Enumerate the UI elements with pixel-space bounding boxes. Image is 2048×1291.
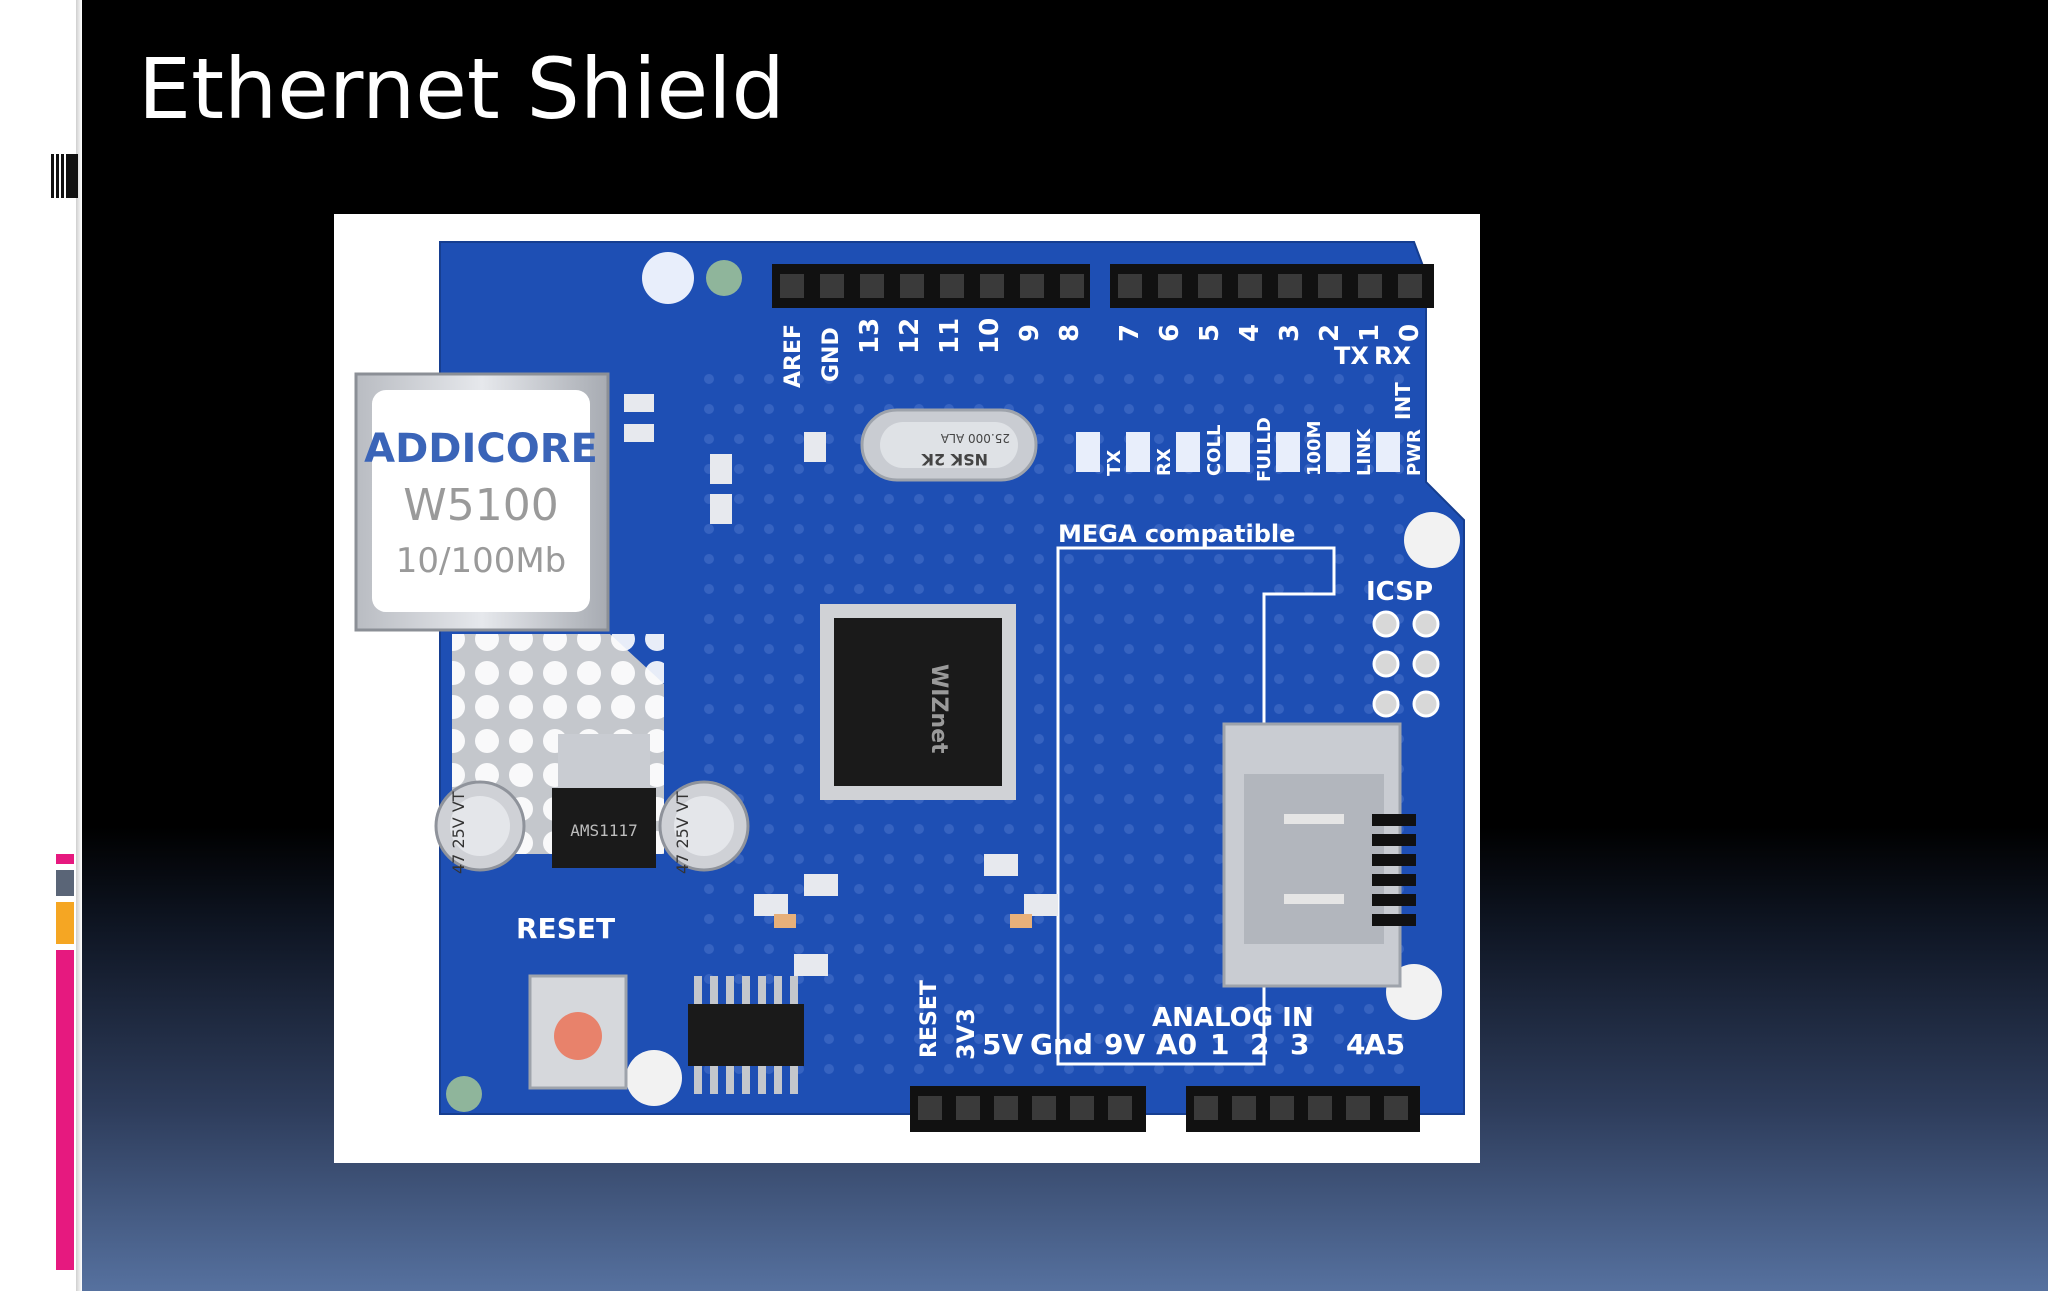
deco-bars-black bbox=[48, 154, 78, 198]
led-label-fulld: FULLD bbox=[1254, 417, 1275, 482]
left-band-shadow bbox=[76, 0, 82, 1291]
pin-label-9v: 9V bbox=[1104, 1028, 1145, 1061]
pin-label-a3: 3 bbox=[1290, 1028, 1309, 1061]
pin-label-1: 1 bbox=[1355, 324, 1385, 342]
deco-color-bars bbox=[56, 854, 74, 1270]
pin-label-a4: 4 bbox=[1346, 1028, 1365, 1061]
board-illustration: AREF GND 13 12 11 10 9 8 7 6 5 4 3 2 1 0… bbox=[354, 241, 1465, 1132]
pin-label-a5: A5 bbox=[1364, 1028, 1405, 1061]
capacitor-left-text: 47 25V VT bbox=[449, 791, 468, 874]
jack-model: W5100 bbox=[403, 480, 558, 531]
pin-label-gnd: GND bbox=[819, 327, 844, 382]
pin-label-reset: RESET bbox=[917, 980, 942, 1058]
pin-label-10: 10 bbox=[975, 318, 1005, 354]
led-label-coll: COLL bbox=[1204, 425, 1225, 476]
pin-label-9: 9 bbox=[1015, 324, 1045, 342]
pin-label-11: 11 bbox=[935, 318, 965, 354]
pin-label-6: 6 bbox=[1155, 324, 1185, 342]
pin-label-aref: AREF bbox=[781, 324, 806, 388]
analog-in-label: ANALOG IN bbox=[1152, 1003, 1314, 1033]
reset-label: RESET bbox=[516, 912, 615, 945]
pin-label-gnd-bottom: Gnd bbox=[1030, 1028, 1093, 1061]
int-label: INT bbox=[1391, 382, 1415, 420]
led-label-link: LINK bbox=[1354, 428, 1375, 476]
slide-title: Ethernet Shield bbox=[138, 40, 785, 138]
led-label-pwr: PWR bbox=[1404, 429, 1425, 476]
jack-speed: 10/100Mb bbox=[396, 541, 567, 581]
led-label-rx: RX bbox=[1154, 448, 1175, 476]
regulator-text: AMS1117 bbox=[570, 821, 637, 840]
pin-label-5: 5 bbox=[1195, 324, 1225, 342]
jack-brand: ADDICORE bbox=[364, 426, 598, 472]
ic-brand: WIZnet bbox=[926, 664, 951, 754]
pin-label-2: 2 bbox=[1315, 324, 1345, 342]
crystal-freq: 25.000 ALA bbox=[940, 431, 1010, 445]
icsp-label: ICSP bbox=[1366, 577, 1433, 607]
pin-label-12: 12 bbox=[895, 318, 925, 354]
pin-label-4: 4 bbox=[1235, 324, 1265, 342]
pin-label-a1: 1 bbox=[1210, 1028, 1229, 1061]
led-label-tx: TX bbox=[1104, 450, 1125, 476]
led-label-100m: 100M bbox=[1304, 421, 1325, 477]
pin-label-a2: 2 bbox=[1250, 1028, 1269, 1061]
pin-label-3v3: 3V3 bbox=[952, 1008, 980, 1060]
ethernet-shield-photo: AREF GND 13 12 11 10 9 8 7 6 5 4 3 2 1 0… bbox=[334, 214, 1480, 1163]
pin-label-7: 7 bbox=[1115, 324, 1145, 342]
pin-label-a0: A0 bbox=[1156, 1028, 1197, 1061]
crystal-text: NSK 2K bbox=[921, 450, 988, 469]
tx-label: TX bbox=[1334, 342, 1369, 370]
pin-label-3: 3 bbox=[1275, 324, 1305, 342]
pin-label-8: 8 bbox=[1055, 324, 1085, 342]
capacitor-right-text: 47 25V VT bbox=[673, 791, 692, 874]
pin-label-5v: 5V bbox=[982, 1028, 1023, 1061]
pin-label-13: 13 bbox=[855, 318, 885, 354]
pin-label-0: 0 bbox=[1395, 324, 1425, 342]
mega-compatible-label: MEGA compatible bbox=[1058, 520, 1295, 548]
rx-label: RX bbox=[1374, 342, 1411, 370]
